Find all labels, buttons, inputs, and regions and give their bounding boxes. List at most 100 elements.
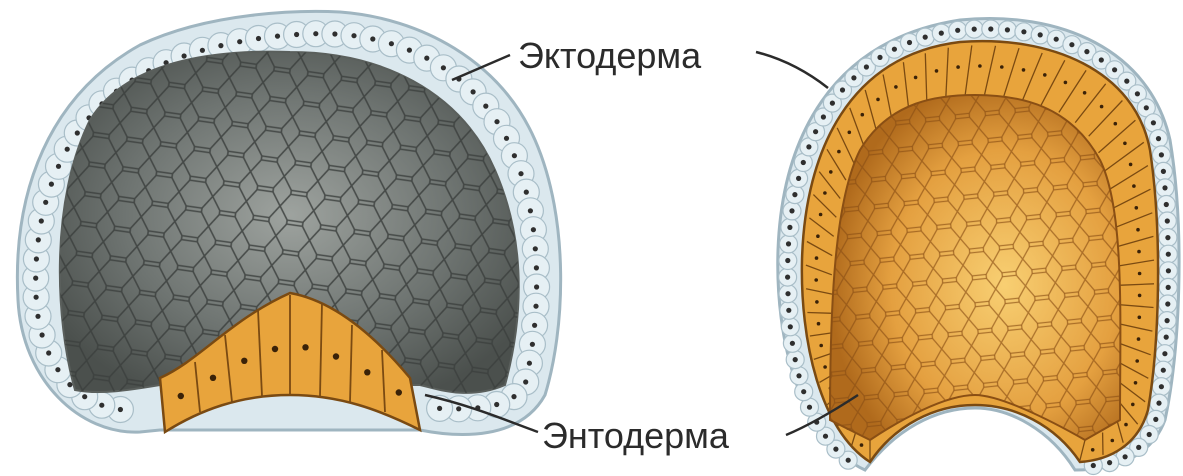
right-ectoderm-nucleus xyxy=(785,291,790,296)
right-ectoderm-nucleus xyxy=(807,405,812,410)
right-ectoderm-nucleus xyxy=(1112,67,1117,72)
right-endoderm-nucleus xyxy=(1132,184,1136,188)
right-ectoderm-nucleus xyxy=(1161,169,1166,174)
right-endoderm-nucleus xyxy=(1129,163,1133,167)
right-ectoderm-nucleus xyxy=(939,30,944,35)
left-ectoderm-nucleus xyxy=(99,403,104,408)
right-endoderm-nucleus xyxy=(876,98,880,102)
left-ectoderm-nucleus xyxy=(237,39,242,44)
right-ectoderm-nucleus xyxy=(785,258,790,263)
right-ectoderm-nucleus xyxy=(892,47,897,52)
right-endoderm-nucleus xyxy=(860,443,864,447)
left-ectoderm-nucleus xyxy=(494,402,499,407)
ectoderm-leader-right xyxy=(756,52,828,88)
right-ectoderm-nucleus xyxy=(923,35,928,40)
right-endoderm-nucleus xyxy=(914,76,918,80)
right-endoderm-nucleus xyxy=(1137,250,1141,254)
right-ectoderm-nucleus xyxy=(1124,79,1129,84)
right-ectoderm-nucleus xyxy=(864,64,869,69)
right-ectoderm-nucleus xyxy=(1099,57,1104,62)
right-ectoderm-nucleus xyxy=(1164,202,1169,207)
right-ectoderm-nucleus xyxy=(1091,463,1096,468)
left-endoderm-nucleus xyxy=(178,393,184,399)
right-ectoderm-nucleus xyxy=(796,373,801,378)
left-endoderm-nucleus xyxy=(302,344,308,350)
left-ectoderm-nucleus xyxy=(275,34,280,39)
right-ectoderm-nucleus xyxy=(1159,152,1164,157)
right-ectoderm-nucleus xyxy=(1069,42,1074,47)
right-endoderm-nucleus xyxy=(1100,105,1104,109)
left-ectoderm-nucleus xyxy=(531,227,536,232)
left-ectoderm-nucleus xyxy=(534,284,539,289)
left-endoderm-nucleus xyxy=(396,389,402,395)
left-ectoderm-nucleus xyxy=(437,406,442,411)
left-ectoderm-nucleus xyxy=(494,119,499,124)
left-ectoderm-nucleus xyxy=(294,32,299,37)
left-endoderm-nucleus xyxy=(210,375,216,381)
left-ectoderm-nucleus xyxy=(504,136,509,141)
right-endoderm-nucleus xyxy=(823,365,827,369)
left-ectoderm-nucleus xyxy=(182,53,187,58)
right-endoderm-nucleus xyxy=(956,65,960,69)
right-ectoderm-nucleus xyxy=(787,225,792,230)
right-endoderm-nucleus xyxy=(1114,122,1118,126)
right-ectoderm-nucleus xyxy=(1162,351,1167,356)
left-ectoderm-nucleus xyxy=(65,147,70,152)
left-ectoderm-nucleus xyxy=(483,104,488,109)
right-endoderm-nucleus xyxy=(894,85,898,89)
left-ectoderm-nucleus xyxy=(332,31,337,36)
right-ectoderm-nucleus xyxy=(786,308,791,313)
right-endoderm-nucleus xyxy=(823,191,827,195)
right-endoderm-nucleus xyxy=(817,322,821,326)
right-endoderm-nucleus xyxy=(1138,316,1142,320)
right-endoderm-nucleus xyxy=(1000,65,1004,69)
right-endoderm-nucleus xyxy=(1138,272,1142,276)
left-ectoderm-nucleus xyxy=(524,190,529,195)
ectoderm-annotation: Эктодерма xyxy=(452,35,828,88)
left-ectoderm-nucleus xyxy=(118,407,123,412)
left-ectoderm-nucleus xyxy=(370,36,375,41)
right-ectoderm-nucleus xyxy=(801,389,806,394)
left-ectoderm-nucleus xyxy=(49,182,54,187)
right-endoderm-nucleus xyxy=(1138,294,1142,298)
right-endoderm-nucleus xyxy=(1043,73,1047,77)
right-ectoderm-nucleus xyxy=(846,458,851,463)
right-ectoderm-nucleus xyxy=(1165,318,1170,323)
left-ectoderm-nucleus xyxy=(55,367,60,372)
right-ectoderm-nucleus xyxy=(988,26,993,31)
ectoderm-label: Эктодерма xyxy=(518,35,702,76)
left-ectoderm-nucleus xyxy=(256,36,261,41)
left-ectoderm-nucleus xyxy=(313,31,318,36)
right-endoderm-nucleus xyxy=(978,64,982,68)
left-ectoderm-nucleus xyxy=(67,382,72,387)
right-endoderm-nucleus xyxy=(935,69,939,73)
right-endoderm-nucleus xyxy=(1136,228,1140,232)
right-endoderm-nucleus xyxy=(861,113,865,117)
right-endoderm-nucleus xyxy=(1022,68,1026,72)
right-endoderm-nucleus xyxy=(1124,423,1128,427)
right-embryo xyxy=(778,19,1179,475)
right-ectoderm-nucleus xyxy=(793,357,798,362)
right-endoderm-nucleus xyxy=(829,170,833,174)
right-ectoderm-nucleus xyxy=(1147,432,1152,437)
right-ectoderm-nucleus xyxy=(1123,454,1128,459)
right-ectoderm-nucleus xyxy=(1164,335,1169,340)
right-ectoderm-nucleus xyxy=(801,160,806,165)
right-ectoderm-nucleus xyxy=(1161,368,1166,373)
right-ectoderm-nucleus xyxy=(792,192,797,197)
left-ectoderm-nucleus xyxy=(75,130,80,135)
right-ectoderm-nucleus xyxy=(1156,136,1161,141)
right-ectoderm-nucleus xyxy=(1151,120,1156,125)
right-ectoderm-nucleus xyxy=(1156,401,1161,406)
left-ectoderm-nucleus xyxy=(523,379,528,384)
right-endoderm-nucleus xyxy=(814,278,818,282)
left-ectoderm-nucleus xyxy=(528,208,533,213)
left-ectoderm-nucleus xyxy=(200,48,205,53)
right-ectoderm-nucleus xyxy=(790,341,795,346)
right-ectoderm-nucleus xyxy=(1165,235,1170,240)
left-ectoderm-nucleus xyxy=(33,276,38,281)
right-ectoderm-nucleus xyxy=(813,129,818,134)
left-endoderm-nucleus xyxy=(364,369,370,375)
right-ectoderm-nucleus xyxy=(1144,105,1149,110)
